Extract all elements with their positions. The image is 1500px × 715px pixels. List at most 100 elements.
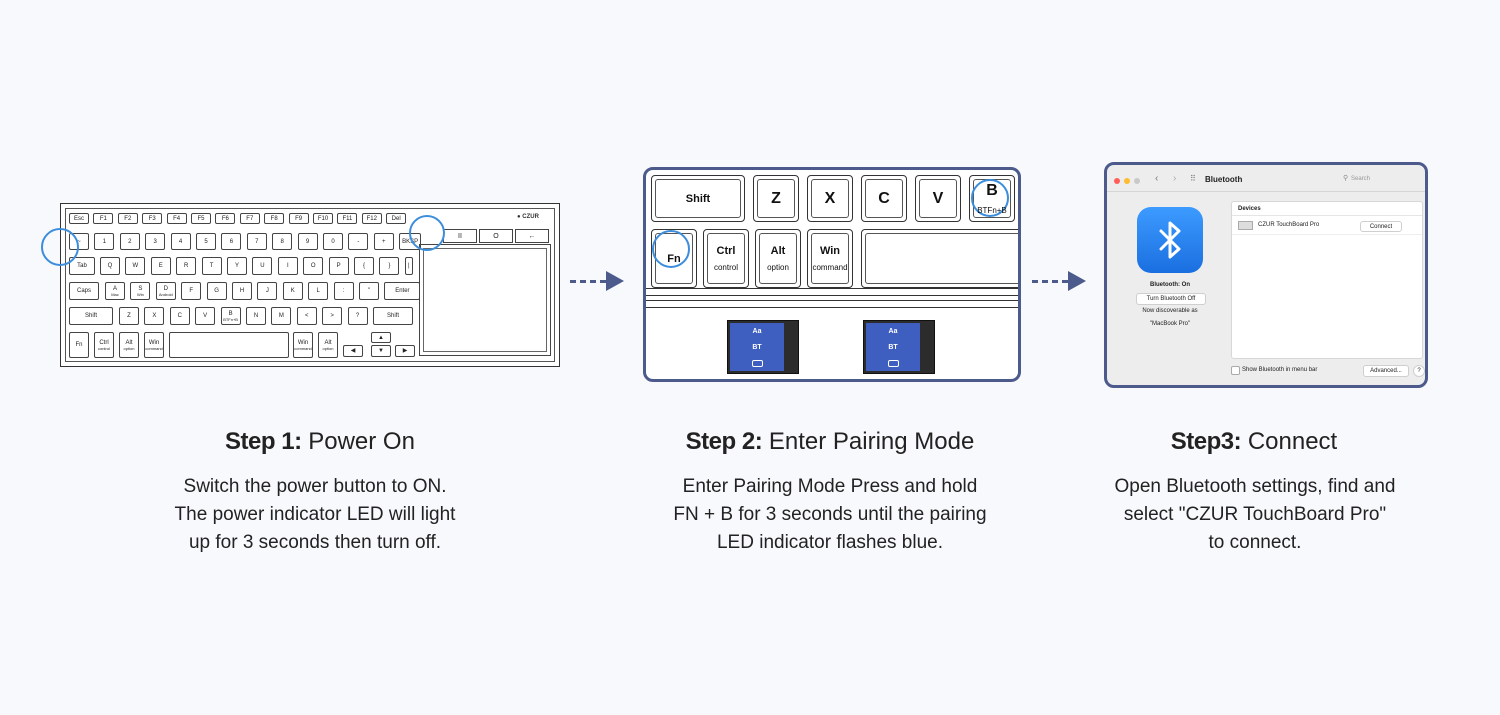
step1-title-text: Power On: [308, 428, 415, 455]
discoverable-name: "MacBook Pro": [1149, 321, 1191, 327]
forward-chevron-icon[interactable]: ›: [1173, 173, 1177, 184]
q-row-key: R: [176, 257, 197, 275]
key-sub-label: option: [123, 345, 135, 351]
key-label: ": [367, 288, 371, 294]
z-row-key: Shift: [69, 307, 113, 325]
key-label: M: [278, 313, 284, 319]
fn-row-key: F7: [239, 213, 260, 224]
number-row-key: 0: [323, 233, 343, 250]
number-row-key: 4: [170, 233, 191, 250]
key-label: F1: [99, 215, 107, 222]
q-row-key: O: [303, 257, 324, 275]
arrow-step1-to-step2: [570, 271, 624, 291]
key-sub-label: Android: [158, 291, 173, 297]
minimize-window-icon[interactable]: [1124, 178, 1130, 184]
key-label: F9: [295, 215, 303, 222]
arrow-head-icon: [1068, 271, 1086, 291]
key-label: O: [310, 263, 316, 269]
number-row-key: -: [348, 233, 369, 250]
key-label: 2: [128, 238, 132, 245]
z-row-key: C: [169, 307, 190, 325]
key-label: V: [203, 313, 208, 319]
key-label: K: [290, 288, 295, 294]
step3-desc-line: to connect.: [1208, 532, 1302, 553]
z-row-key: N: [246, 307, 266, 325]
shift-key: Shift: [651, 175, 745, 222]
help-button[interactable]: ?: [1413, 365, 1425, 377]
key-label: U: [260, 263, 265, 269]
fn-row-key: F1: [93, 213, 114, 224]
a-row-key: F: [181, 282, 202, 300]
led-label: Aa: [888, 327, 898, 335]
z-row-key: >: [322, 307, 343, 325]
power-led-highlight: [409, 215, 445, 251]
turn-bluetooth-off-button[interactable]: Turn Bluetooth Off: [1136, 293, 1206, 305]
key-label: C: [878, 189, 890, 207]
q-row-key: Tab: [69, 257, 95, 275]
key-label: Ctrl: [99, 339, 109, 346]
connect-button[interactable]: Connect: [1360, 221, 1402, 232]
step3-title-bold: Step3:: [1170, 428, 1242, 455]
back-chevron-icon[interactable]: ‹: [1155, 173, 1159, 184]
devices-divider: [1232, 215, 1422, 216]
grid-icon[interactable]: ⠿: [1190, 174, 1196, 183]
key-label: F5: [197, 215, 205, 222]
search-icon: ⚲: [1343, 175, 1349, 182]
key-label: F4: [173, 215, 181, 222]
number-row-key: 5: [196, 233, 216, 250]
key-label: ?: [355, 313, 360, 319]
key-label: 6: [229, 238, 234, 245]
arrow-left-key: ◀: [343, 345, 363, 357]
z-row-key: M: [271, 307, 292, 325]
device-name[interactable]: CZUR TouchBoard Pro: [1258, 222, 1320, 228]
a-row-key: J: [257, 282, 278, 300]
letter-key: C: [861, 175, 907, 222]
number-row-key: 7: [246, 233, 267, 250]
key-label: Fn: [667, 252, 681, 265]
a-row-key: H: [232, 282, 252, 300]
key-label: Shift: [84, 313, 97, 319]
key-label: Alt: [125, 339, 133, 346]
key-label: ▶: [402, 348, 408, 354]
battery-icon: [751, 359, 763, 367]
key-label: F6: [221, 215, 229, 222]
fn-row-key: F5: [191, 213, 211, 224]
letter-key: V: [915, 175, 961, 222]
a-row-key: L: [308, 282, 329, 300]
step2-desc-line: Enter Pairing Mode Press and hold: [682, 476, 978, 497]
search-input[interactable]: Search: [1351, 176, 1371, 182]
divider: [646, 300, 1018, 301]
a-row-key: Enter: [384, 282, 421, 300]
key-sub-label: command: [812, 263, 848, 272]
brand-text: CZUR: [522, 214, 539, 220]
fn-row-key: F2: [117, 213, 138, 224]
menu-bar-checkbox[interactable]: [1231, 366, 1240, 375]
key-label: Win: [819, 245, 841, 257]
letter-key: X: [807, 175, 853, 222]
key-label: V: [932, 189, 944, 207]
bluetooth-status: Bluetooth: On: [1150, 282, 1190, 288]
advanced-button[interactable]: Advanced...: [1363, 365, 1409, 377]
a-row-key: G: [206, 282, 227, 300]
key-sub-label: control: [97, 345, 110, 351]
devices-header: Devices: [1238, 206, 1261, 212]
key-label: Alt: [324, 339, 332, 346]
key-label: F8: [270, 215, 278, 222]
fn-row-key: F10: [313, 213, 333, 224]
key-bevel: [707, 233, 745, 284]
close-window-icon[interactable]: [1114, 178, 1120, 184]
key-label: W: [132, 263, 139, 269]
key-bevel: [919, 179, 957, 218]
key-label: {: [362, 263, 365, 269]
key-label: P: [336, 263, 341, 269]
z-row-key: ?: [347, 307, 368, 325]
key-label: F: [189, 288, 194, 294]
key-label: 1: [102, 238, 107, 245]
zoom-window-icon[interactable]: [1134, 178, 1140, 184]
